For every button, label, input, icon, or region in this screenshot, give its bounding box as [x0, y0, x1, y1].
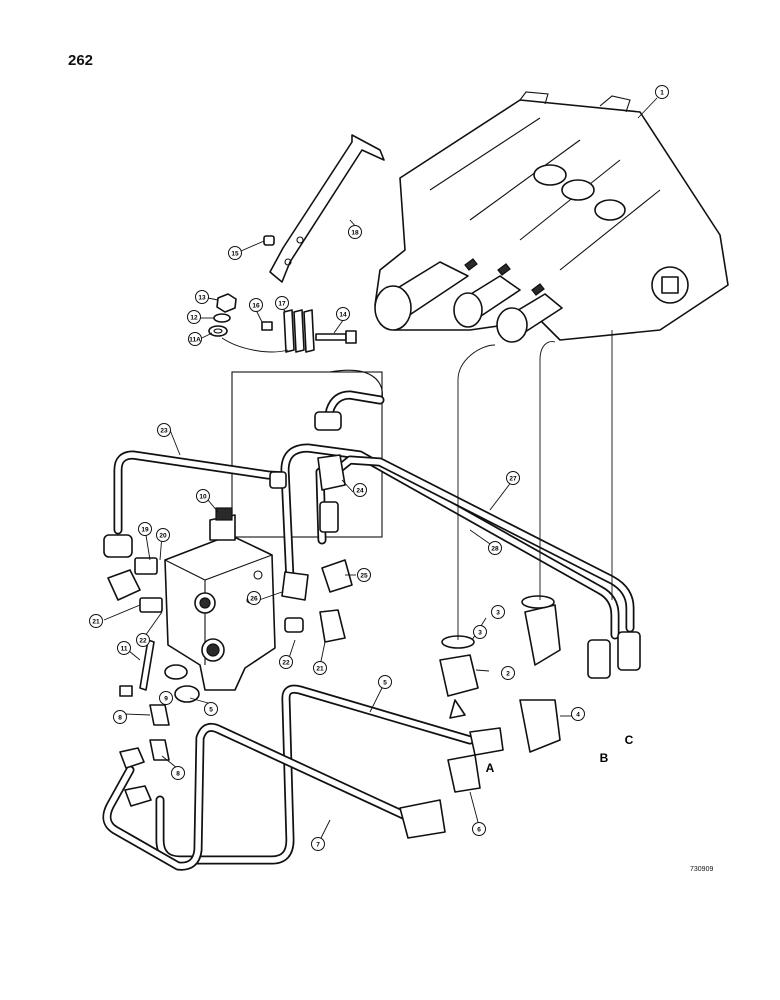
svg-text:24: 24	[356, 487, 364, 494]
callout-17: 17	[275, 296, 289, 310]
callout-22-right: 22	[279, 655, 293, 669]
callout-20: 20	[156, 528, 170, 542]
callout-22-left: 22	[136, 633, 150, 647]
svg-text:17: 17	[278, 300, 286, 307]
callout-19: 19	[138, 522, 152, 536]
callout-12: 12	[187, 310, 201, 324]
callout-27: 27	[506, 471, 520, 485]
control-valve	[374, 91, 729, 343]
callout-2: 2	[501, 666, 515, 680]
svg-text:13: 13	[198, 294, 206, 301]
svg-text:22: 22	[282, 659, 290, 666]
port-label-a: A	[486, 761, 495, 775]
svg-text:25: 25	[360, 572, 368, 579]
svg-text:14: 14	[339, 311, 347, 318]
svg-text:4: 4	[576, 711, 580, 718]
svg-text:3: 3	[496, 609, 500, 616]
svg-text:20: 20	[159, 532, 167, 539]
svg-text:16: 16	[252, 302, 260, 309]
svg-text:22: 22	[139, 637, 147, 644]
svg-text:8: 8	[118, 714, 122, 721]
port-label-b: B	[600, 751, 609, 765]
svg-text:27: 27	[509, 475, 517, 482]
port-labels: A B C	[486, 733, 634, 775]
figure-code: 730909	[690, 866, 714, 873]
callout-11: 11	[117, 641, 131, 655]
svg-text:23: 23	[160, 427, 168, 434]
svg-text:11A: 11A	[189, 336, 201, 343]
callout-28: 28	[488, 541, 502, 555]
callout-5-pipe: 5	[378, 675, 392, 689]
svg-text:3: 3	[478, 629, 482, 636]
callout-8-lower: 8	[171, 766, 185, 780]
svg-text:12: 12	[190, 314, 198, 321]
svg-text:5: 5	[383, 679, 387, 686]
svg-text:18: 18	[351, 229, 359, 236]
callout-13: 13	[195, 290, 209, 304]
diverter-valve-block	[164, 507, 276, 691]
port-label-c: C	[625, 733, 634, 747]
callout-11a: 11A	[188, 332, 202, 346]
callout-23: 23	[157, 423, 171, 437]
svg-text:1: 1	[660, 89, 664, 96]
svg-text:26: 26	[250, 595, 258, 602]
callout-5-oring: 5	[204, 702, 218, 716]
callout-26: 26	[247, 591, 261, 605]
svg-text:21: 21	[92, 618, 100, 625]
svg-text:28: 28	[491, 545, 499, 552]
svg-text:10: 10	[199, 493, 207, 500]
callout-8-upper: 8	[113, 710, 127, 724]
svg-text:5: 5	[209, 706, 213, 713]
leader-lines	[103, 97, 658, 839]
callout-25: 25	[357, 568, 371, 582]
callout-21-left: 21	[89, 614, 103, 628]
callout-7: 7	[311, 837, 325, 851]
fittings	[103, 330, 641, 839]
callout-3-lower: 3	[473, 625, 487, 639]
callout-bubbles: 1 2 3 3 4 5 5 6 7 8 8 9 10 11 11A 12 13 …	[89, 85, 669, 851]
svg-text:15: 15	[231, 250, 239, 257]
svg-text:2: 2	[506, 670, 510, 677]
svg-text:7: 7	[316, 841, 320, 848]
callout-18: 18	[348, 225, 362, 239]
callout-21-right: 21	[313, 661, 327, 675]
pipe-lines	[102, 390, 635, 871]
callout-24: 24	[353, 483, 367, 497]
svg-text:9: 9	[164, 695, 168, 702]
mounting-bracket	[269, 134, 385, 283]
svg-text:19: 19	[141, 526, 149, 533]
callout-14: 14	[336, 307, 350, 321]
callout-16: 16	[249, 298, 263, 312]
callout-15: 15	[228, 246, 242, 260]
callout-6: 6	[472, 822, 486, 836]
page-number: 262	[68, 52, 94, 69]
callout-9: 9	[159, 691, 173, 705]
callout-1: 1	[655, 85, 669, 99]
svg-text:6: 6	[477, 826, 481, 833]
hardware	[208, 235, 383, 538]
svg-text:21: 21	[316, 665, 324, 672]
svg-text:8: 8	[176, 770, 180, 777]
svg-text:11: 11	[121, 645, 128, 652]
callout-4: 4	[571, 707, 585, 721]
callout-10: 10	[196, 489, 210, 503]
callout-3-upper: 3	[491, 605, 505, 619]
